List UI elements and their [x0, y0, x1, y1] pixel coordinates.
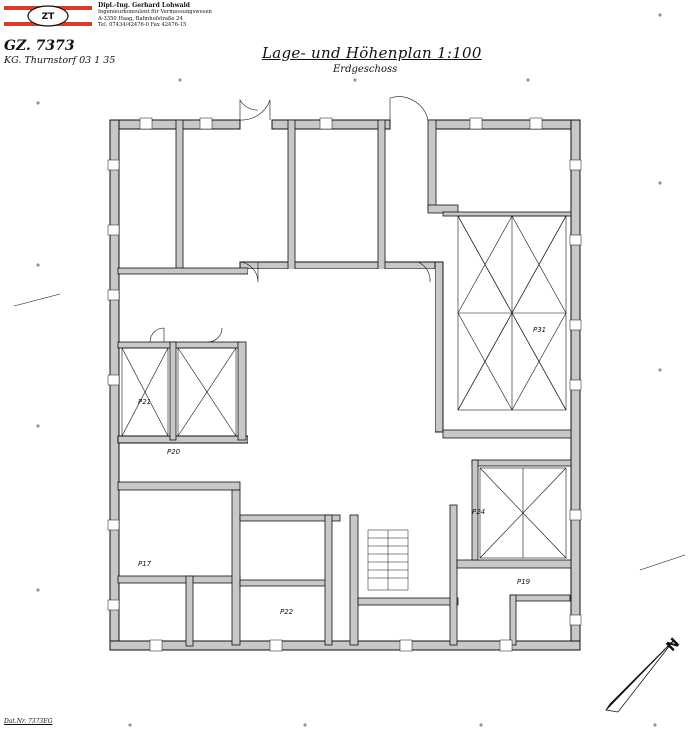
firm-info: Dipl.-Ing. Gerhard Lohwald Ingenieurkons…	[98, 2, 212, 29]
firm-name: Dipl.-Ing. Gerhard Lohwald	[98, 2, 190, 9]
windows	[107, 117, 582, 652]
firm-line1: Ingenieurkonsulent für Vermessungswesen	[98, 9, 212, 16]
svg-text:N: N	[664, 635, 684, 655]
stairs	[367, 529, 409, 591]
plan-subtitle: Erdgeschoss	[333, 64, 398, 75]
firm-line3: Tel. 07434/42476-0 Fax 42476-15	[98, 22, 187, 29]
vault-areas	[121, 215, 567, 559]
room-label-p20: P20	[167, 448, 181, 456]
firm-line2: A-3350 Haag, Bahnhofstraße 24	[98, 15, 183, 22]
grid-marks	[36, 13, 662, 727]
plan-title: Lage- und Höhenplan 1:100	[262, 44, 482, 62]
kg-reference: KG. Thurnstorf 03 1 35	[4, 55, 116, 66]
svg-text:ZT: ZT	[42, 12, 56, 22]
file-reference: Dat.Nr. 7373EG	[4, 718, 53, 725]
room-label-p22: P22	[280, 608, 294, 616]
room-labels: P21 P20 P17 P22 P31 P24 P19	[138, 326, 546, 616]
company-logo: ZT	[4, 5, 92, 27]
gz-number: GZ. 7373	[4, 38, 75, 54]
room-label-p19: P19	[517, 578, 531, 586]
room-label-p31: P31	[533, 326, 546, 334]
courtyard	[248, 269, 435, 479]
reference-markers	[13, 293, 686, 571]
room-label-p17: P17	[138, 560, 152, 568]
room-label-p24: P24	[472, 508, 485, 516]
north-arrow-icon: N	[605, 635, 684, 713]
room-label-p21: P21	[138, 398, 151, 406]
interior-walls	[117, 119, 572, 647]
